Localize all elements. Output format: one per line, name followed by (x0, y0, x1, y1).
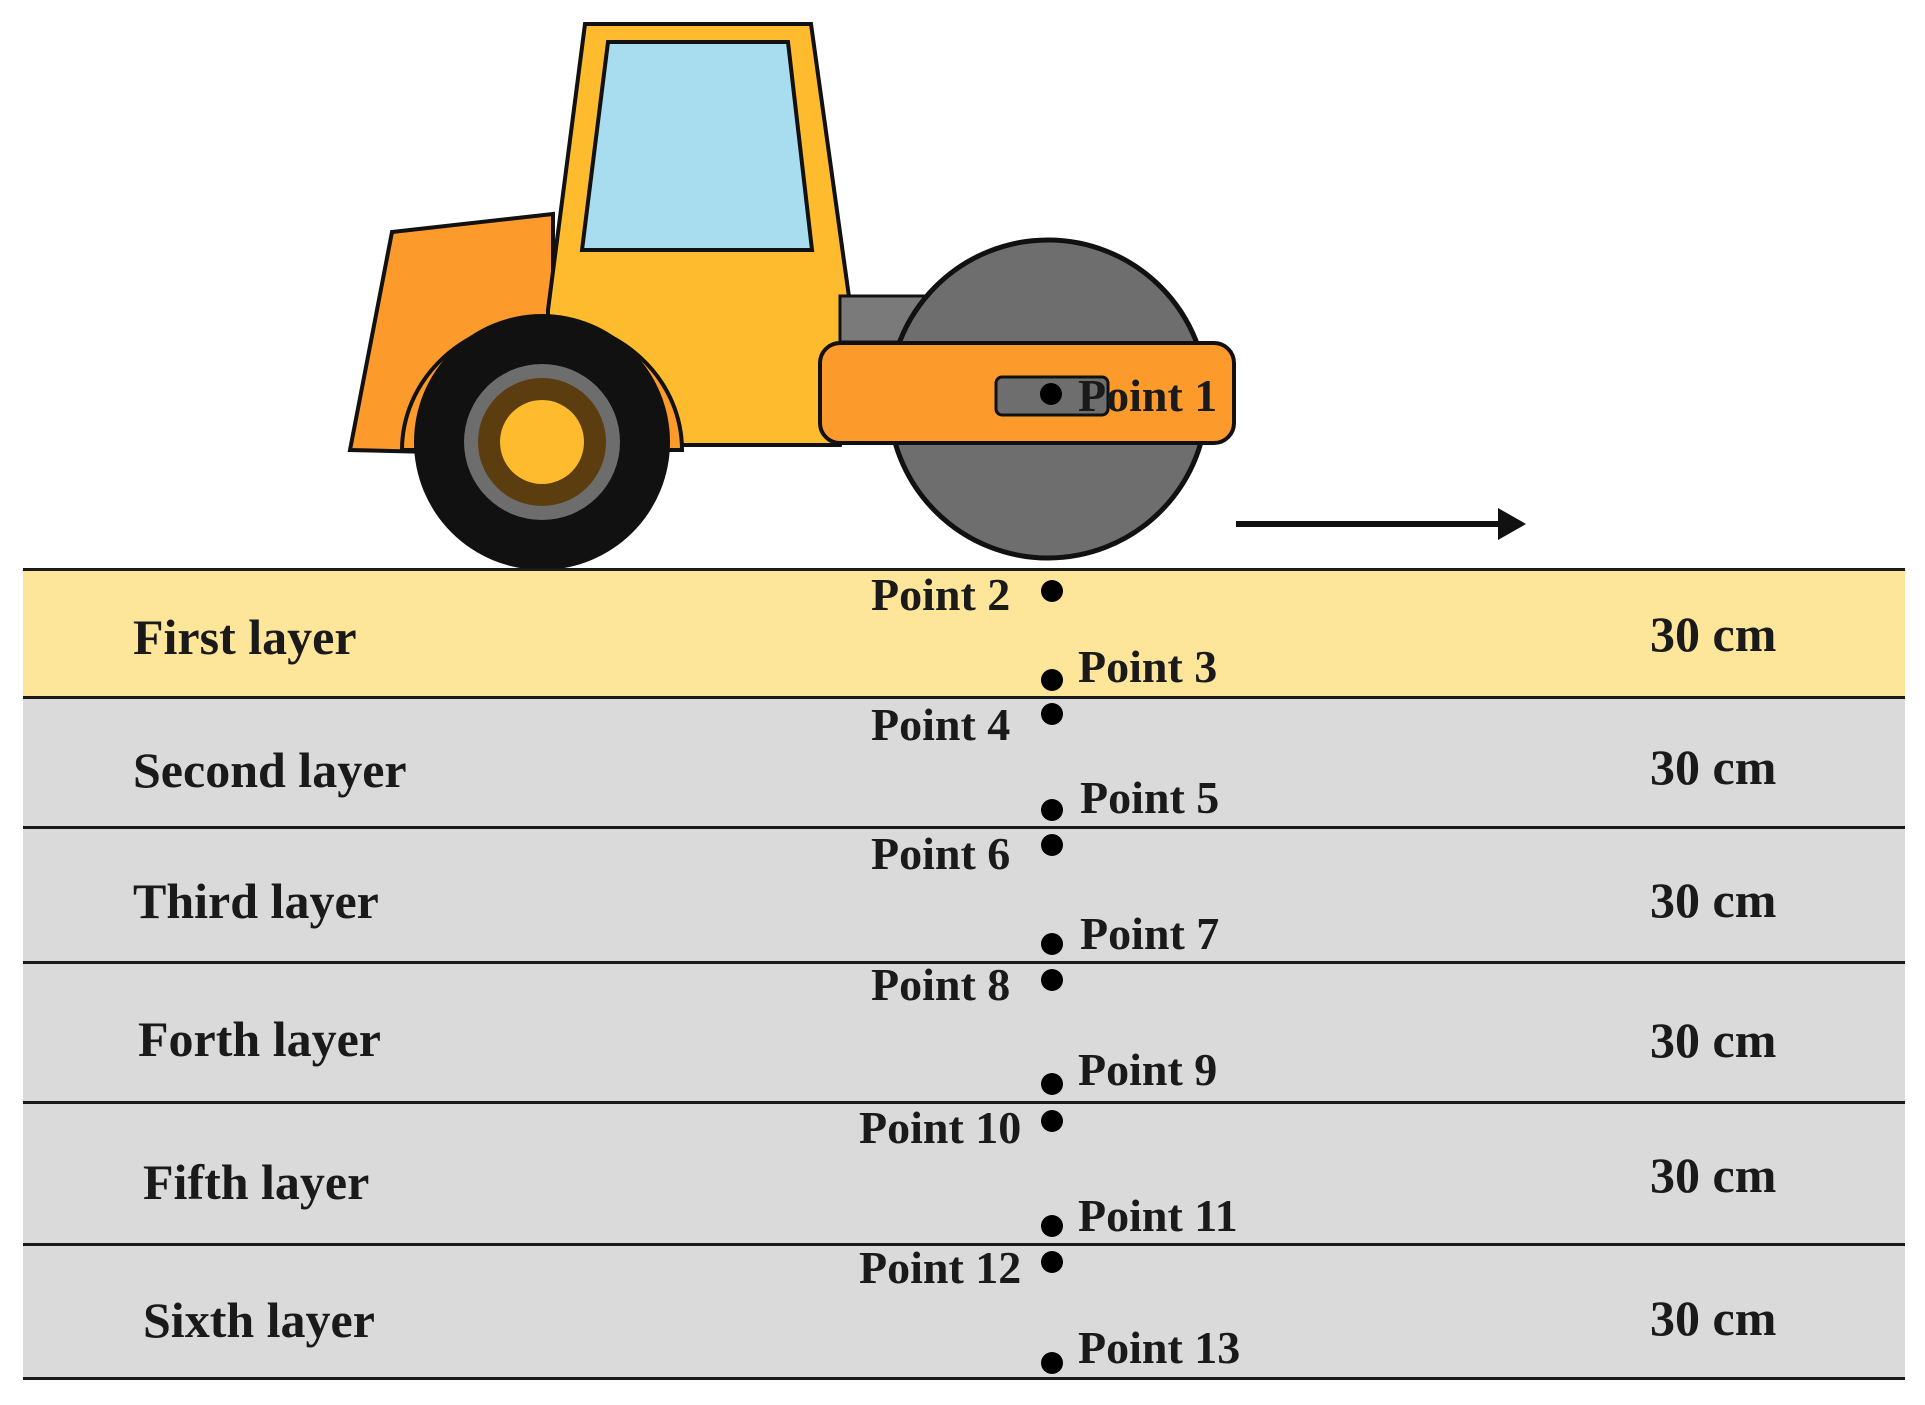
layer-name-sixth: Sixth layer (143, 1292, 375, 1348)
layer-thickness-first: 30 cm (1650, 606, 1777, 662)
point-label-11: Point 11 (1078, 1190, 1238, 1241)
layer-band-fifth (23, 1101, 1905, 1243)
point-marker-2 (1041, 580, 1063, 602)
layer-thickness-third: 30 cm (1650, 872, 1777, 928)
point-marker-9 (1041, 1073, 1063, 1095)
point-marker-4 (1041, 703, 1063, 725)
layer-name-forth: Forth layer (138, 1011, 381, 1067)
layer-name-fifth: Fifth layer (143, 1154, 370, 1210)
layer-band-third (23, 826, 1905, 961)
point-label-12: Point 12 (859, 1242, 1022, 1293)
point-marker-13 (1041, 1352, 1063, 1374)
road-roller-illustration (347, 22, 1526, 570)
point-label-3: Point 3 (1078, 641, 1218, 692)
layer-band-sixth (23, 1243, 1905, 1380)
point-label-10: Point 10 (859, 1102, 1022, 1153)
point-marker-6 (1041, 834, 1063, 856)
point-marker-3 (1041, 669, 1063, 691)
layer-band-first (23, 568, 1905, 696)
point-label-7: Point 7 (1080, 908, 1220, 959)
point-marker-8 (1041, 969, 1063, 991)
layer-thickness-second: 30 cm (1650, 739, 1777, 795)
layer-thickness-sixth: 30 cm (1650, 1290, 1777, 1346)
point-marker-11 (1041, 1215, 1063, 1237)
layer-name-second: Second layer (133, 742, 407, 798)
layer-name-third: Third layer (133, 873, 379, 929)
point-label-4: Point 4 (871, 699, 1011, 750)
layer-band-second (23, 696, 1905, 826)
point-marker-1 (1040, 383, 1062, 405)
point-marker-7 (1041, 933, 1063, 955)
layer-band-forth (23, 961, 1905, 1101)
point-label-6: Point 6 (871, 828, 1011, 879)
point-label-5: Point 5 (1080, 772, 1220, 823)
point-label-13: Point 13 (1078, 1322, 1241, 1373)
layer-thickness-forth: 30 cm (1650, 1012, 1777, 1068)
point-marker-10 (1041, 1110, 1063, 1132)
point-marker-12 (1041, 1251, 1063, 1273)
layer-thickness-fifth: 30 cm (1650, 1147, 1777, 1203)
point-marker-5 (1041, 799, 1063, 821)
roller-window (579, 40, 815, 252)
arrow-head (1498, 508, 1526, 540)
point-label-9: Point 9 (1078, 1044, 1218, 1095)
rear-hub (500, 400, 584, 484)
point-label-2: Point 2 (871, 569, 1011, 620)
point-label-1: Point 1 (1078, 370, 1218, 421)
point-label-8: Point 8 (871, 959, 1011, 1010)
layer-name-first: First layer (133, 609, 357, 665)
